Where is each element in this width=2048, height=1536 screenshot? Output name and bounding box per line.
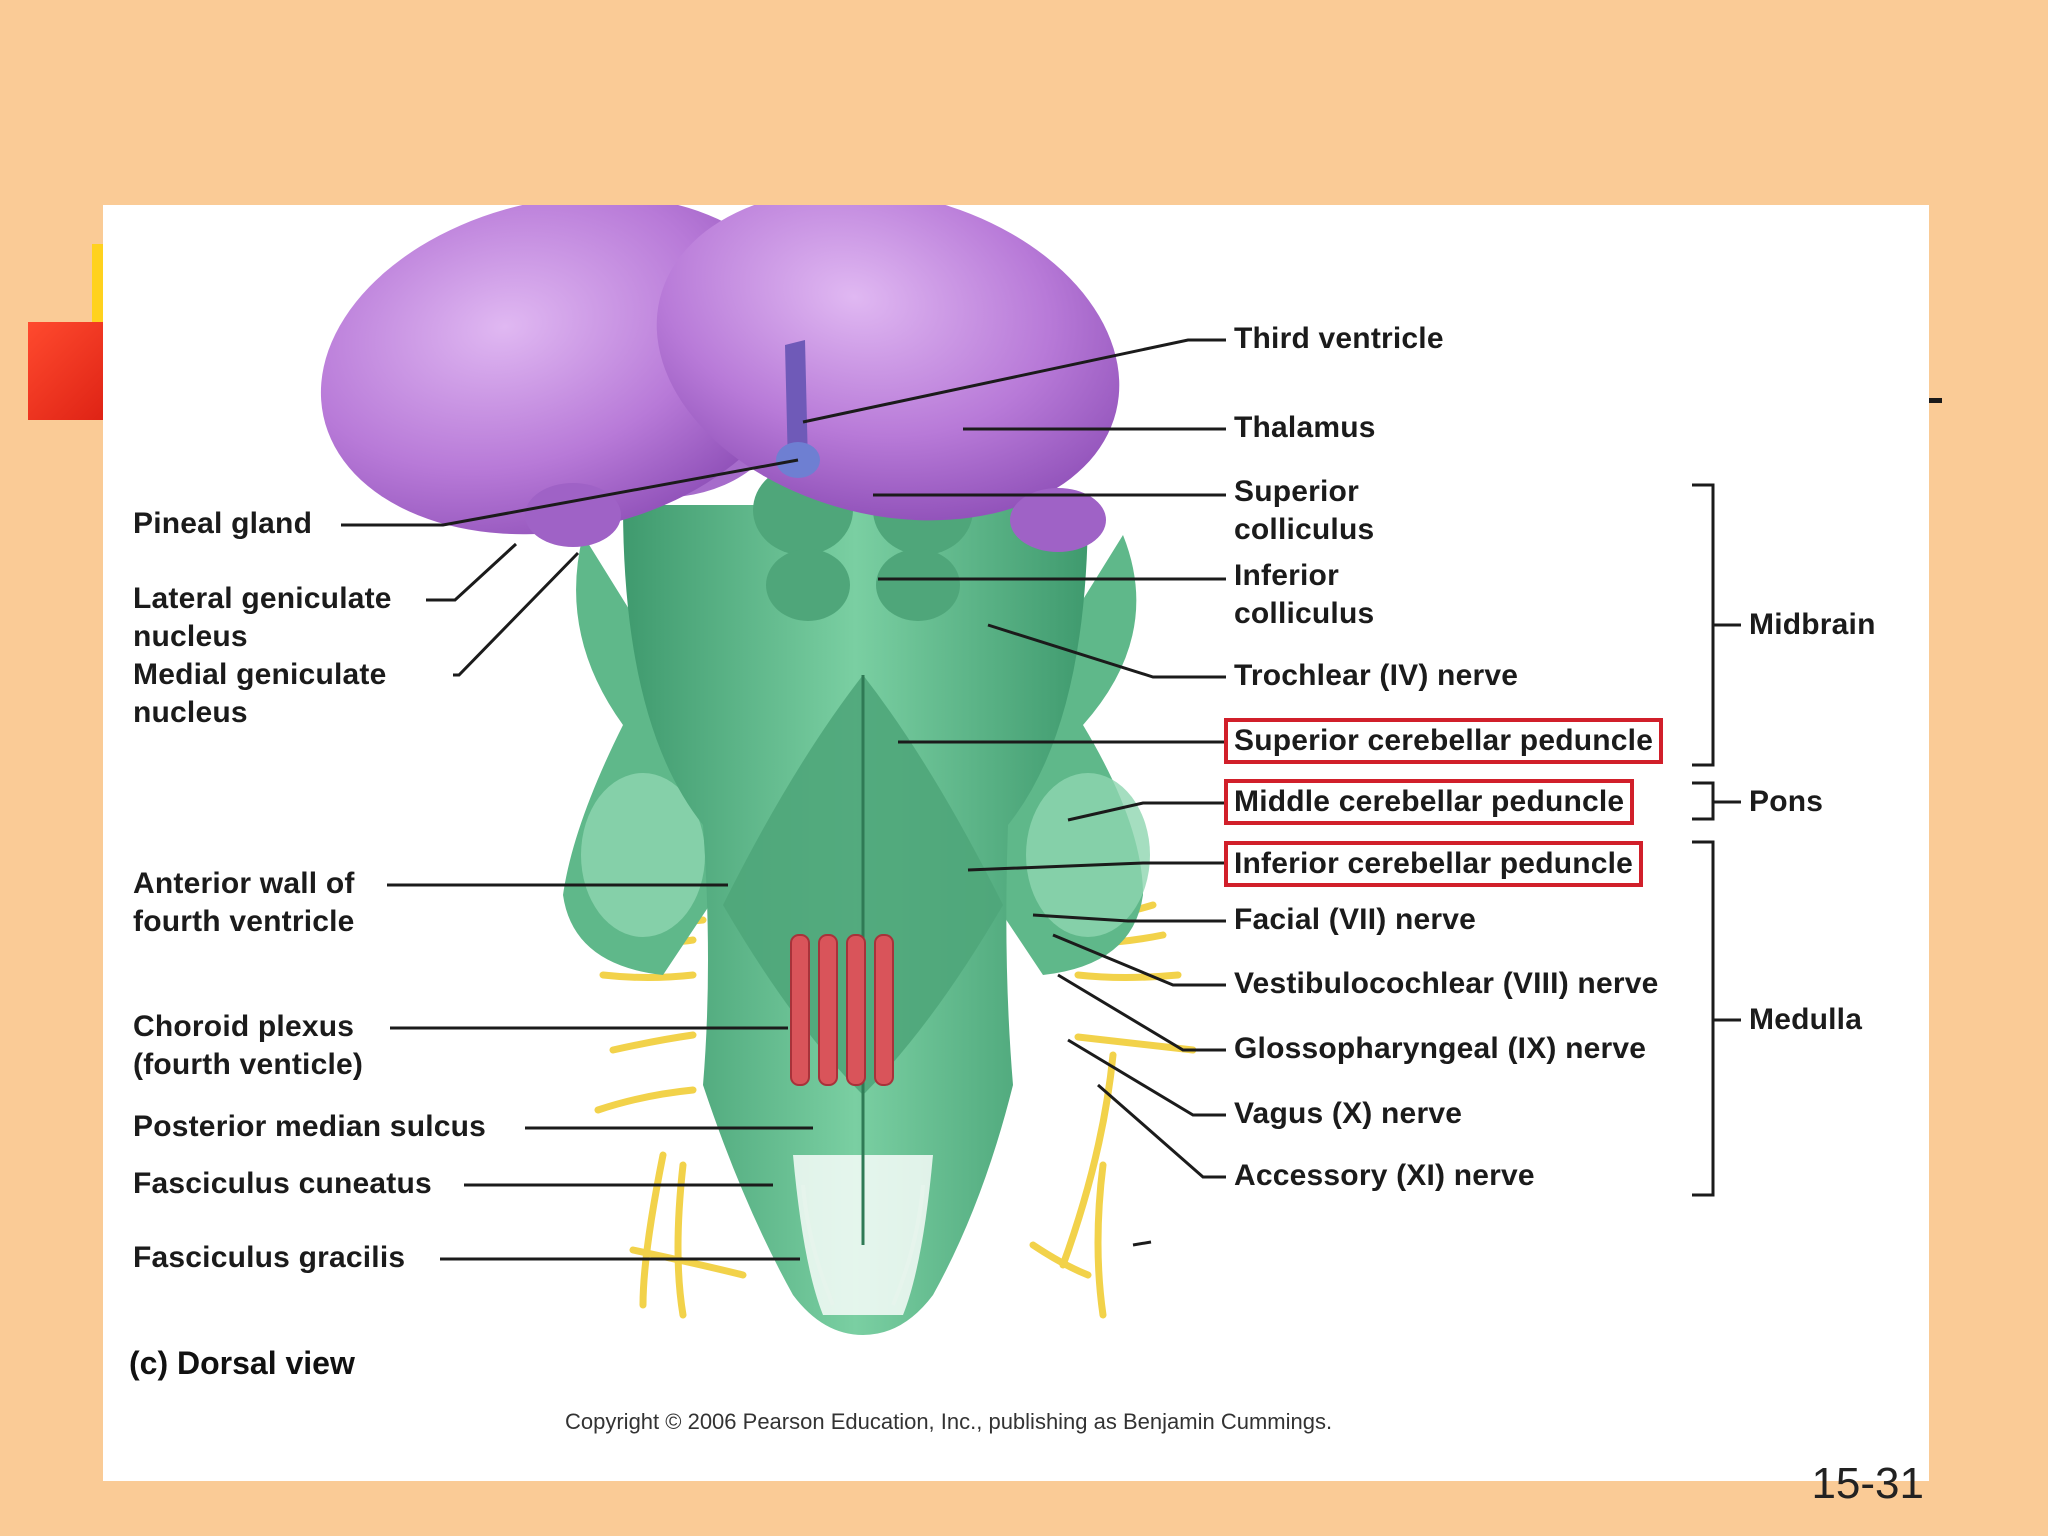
label-lateral-geniculate: Lateral geniculate nucleus [133,582,392,653]
label-posterior-median-sulcus: Posterior median sulcus [133,1110,487,1143]
label-glossopharyngeal-nerve: Glossopharyngeal (IX) nerve [1234,1032,1647,1065]
copyright-notice: Copyright © 2006 Pearson Education, Inc.… [565,1409,1333,1434]
figure-panel: Pineal gland Lateral geniculate nucleus … [103,205,1929,1481]
region-midbrain: Midbrain [1749,608,1876,641]
region-brackets [1692,483,1741,1197]
label-pineal-gland: Pineal gland [133,507,313,540]
label-choroid-plexus: Choroid plexus (fourth venticle) [133,1010,364,1081]
leader-lines [341,338,1226,1261]
thalamus-lobes [320,205,1120,552]
label-inferior-cerebellar-peduncle: Inferior cerebellar peduncle [1224,841,1644,887]
third-ventricle [785,340,808,467]
choroid-plexus [790,934,894,1086]
label-third-ventricle: Third ventricle [1234,322,1444,355]
brainstem-illustration [320,205,1741,1335]
label-vagus-nerve: Vagus (X) nerve [1234,1097,1463,1130]
label-middle-cerebellar-peduncle: Middle cerebellar peduncle [1224,779,1635,825]
view-title: (c) Dorsal view [129,1345,355,1381]
label-vestibulocochlear-nerve: Vestibulocochlear (VIII) nerve [1234,967,1659,1000]
label-fasciculus-cuneatus: Fasciculus cuneatus [133,1167,432,1200]
slide-title-fragment [1924,398,1942,403]
label-superior-colliculus: Superior colliculus [1234,475,1375,546]
label-anterior-wall: Anterior wall of fourth ventricle [133,867,355,938]
label-superior-cerebellar-peduncle: Superior cerebellar peduncle [1224,718,1664,764]
colliculi [753,465,973,621]
label-medial-geniculate: Medial geniculate nucleus [133,658,387,729]
label-trochlear-nerve: Trochlear (IV) nerve [1234,659,1519,692]
slide-number: 15-31 [1811,1459,1924,1508]
label-facial-nerve: Facial (VII) nerve [1234,903,1477,936]
label-thalamus: Thalamus [1234,411,1376,444]
label-inferior-colliculus: Inferior colliculus [1234,559,1375,630]
region-pons: Pons [1749,785,1824,818]
region-medulla: Medulla [1749,1003,1863,1036]
label-accessory-nerve: Accessory (XI) nerve [1234,1159,1535,1192]
label-fasciculus-gracilis: Fasciculus gracilis [133,1241,406,1274]
